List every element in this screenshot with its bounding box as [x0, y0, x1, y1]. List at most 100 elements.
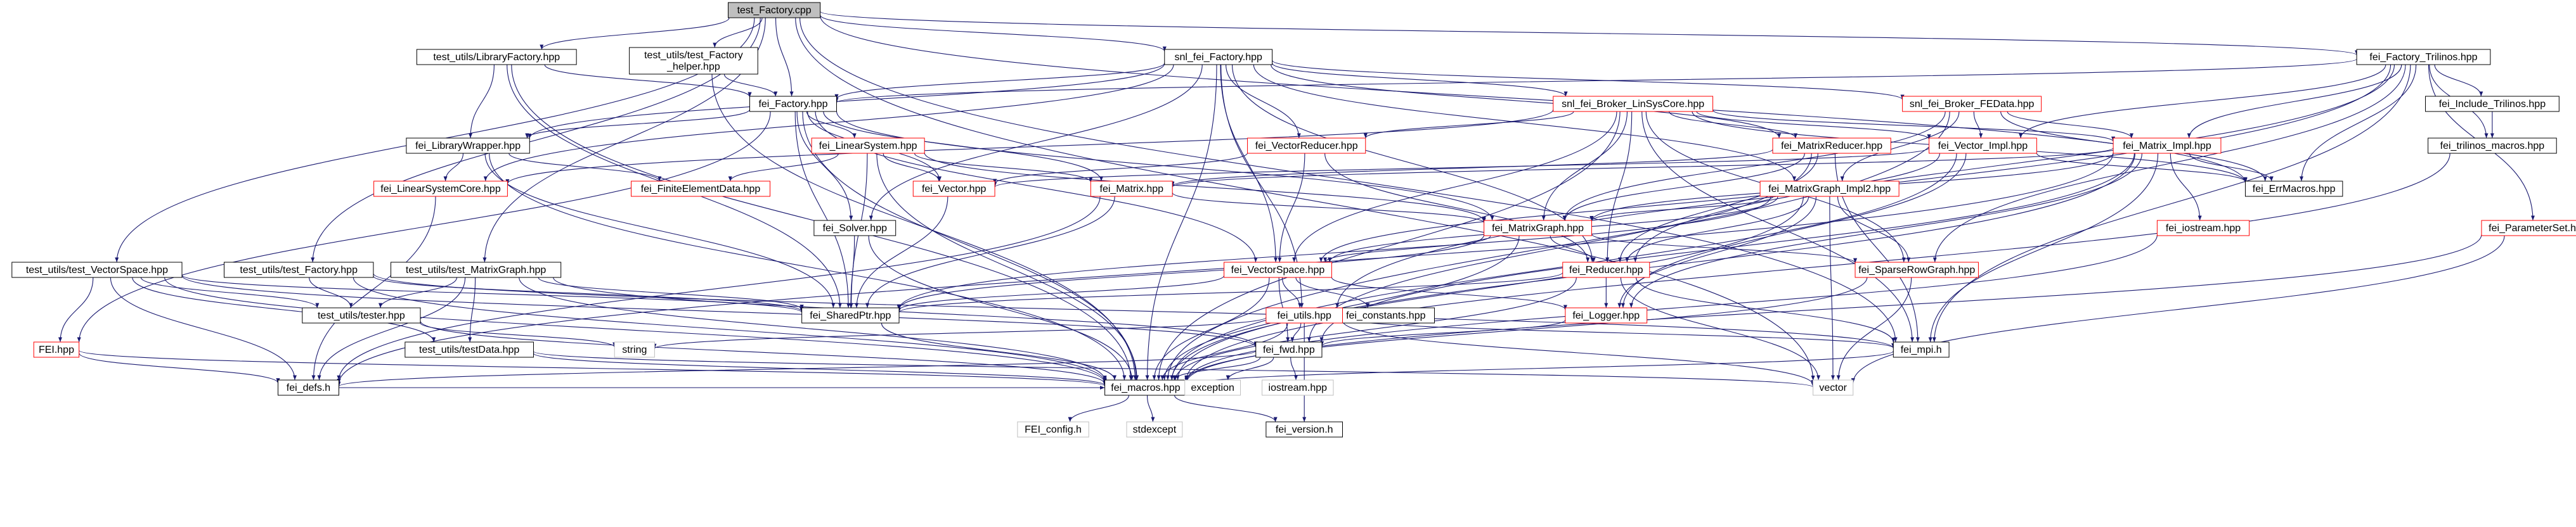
graph-node-fei-fwd-hpp[interactable]: fei_fwd.hpp: [1255, 341, 1323, 358]
graph-node-fei-sharedptr-hpp[interactable]: fei_SharedPtr.hpp: [801, 307, 900, 324]
graph-node-fei-librarywrapper-hpp[interactable]: fei_LibraryWrapper.hpp: [406, 137, 530, 154]
graph-node-fei-matrix-hpp[interactable]: fei_Matrix.hpp: [1090, 181, 1173, 197]
edge-snl-fei-factory-hpp-to-fei-vectorreducer-hpp: [1226, 64, 1301, 139]
graph-node-fei-reducer-hpp[interactable]: fei_Reducer.hpp: [1562, 262, 1650, 278]
graph-node-fei-linearsystem-hpp[interactable]: fei_LinearSystem.hpp: [811, 137, 925, 154]
edge-fei-factory-hpp-to-fei-librarywrapper-hpp: [525, 109, 751, 139]
node-box: [1484, 220, 1592, 236]
edge-test-utils-test-matrixgraph-hpp-to-test-utils-testdata-hpp: [468, 277, 476, 343]
graph-node-string[interactable]: string: [614, 341, 655, 358]
graph-node-fei-vector-impl-hpp[interactable]: fei_Vector_Impl.hpp: [1929, 137, 2037, 154]
graph-node-fei-mpi-h[interactable]: fei_mpi.h: [1893, 341, 1950, 358]
node-box: [1813, 379, 1854, 396]
graph-node-fei-matrixgraph-impl2-hpp[interactable]: fei_MatrixGraph_Impl2.hpp: [1759, 181, 1900, 197]
graph-node-fei-vectorspace-hpp[interactable]: fei_VectorSpace.hpp: [1224, 262, 1332, 278]
graph-node-fei-version-h[interactable]: fei_version.h: [1265, 421, 1343, 438]
edge-fei-linearsystem-hpp-to-fei-matrixgraph-hpp: [924, 152, 1486, 222]
graph-node-fei-trilinos-macros-hpp[interactable]: fei_trilinos_macros.hpp: [2428, 137, 2557, 154]
graph-node-exception[interactable]: exception: [1184, 379, 1241, 396]
graph-node-stdexcept[interactable]: stdexcept: [1126, 421, 1183, 438]
edge-test-factory-cpp-to-test-utils-libraryfactory-hpp: [540, 17, 730, 50]
graph-node-test-utils-test-factory-helper-hpp[interactable]: test_utils/test_Factory_helper.hpp: [629, 47, 758, 75]
graph-node-fei-vectorreducer-hpp[interactable]: fei_VectorReducer.hpp: [1247, 137, 1366, 154]
edge-fei-factory-hpp-to-fei-hpp: [77, 111, 771, 343]
graph-node-iostream-hpp[interactable]: iostream.hpp: [1262, 379, 1334, 396]
graph-node-test-utils-test-factory-hpp[interactable]: test_utils/test_Factory.hpp: [224, 262, 374, 278]
graph-node-fei-sparserowgraph-hpp[interactable]: fei_SparseRowGraph.hpp: [1854, 262, 1979, 278]
edge-test-utils-test-matrixgraph-hpp-to-fei-sharedptr-hpp: [538, 277, 804, 310]
edge-fei-linearsystem-hpp-to-fei-macros-hpp: [876, 153, 1139, 381]
node-box: [1224, 262, 1332, 278]
edge-fei-vectorspace-hpp-to-fei-constants-hpp: [1295, 277, 1370, 308]
node-label: fei_constants.hpp: [1346, 310, 1426, 321]
node-label: fei_Matrix.hpp: [1100, 184, 1164, 194]
graph-node-fei-logger-hpp[interactable]: fei_Logger.hpp: [1565, 307, 1648, 324]
graph-node-fei-matrixgraph-hpp[interactable]: fei_MatrixGraph.hpp: [1484, 220, 1592, 236]
edge-fei-matrixgraph-impl2-hpp-to-fei-macros-hpp: [1170, 196, 1804, 381]
graph-node-fei-include-trilinos-hpp[interactable]: fei_Include_Trilinos.hpp: [2425, 96, 2560, 112]
graph-node-fei-config-h[interactable]: FEI_config.h: [1017, 421, 1089, 438]
graph-node-test-utils-test-matrixgraph-hpp[interactable]: test_utils/test_MatrixGraph.hpp: [391, 262, 562, 278]
graph-node-fei-constants-hpp[interactable]: fei_constants.hpp: [1337, 307, 1435, 324]
node-label: fei_Matrix_Impl.hpp: [2123, 141, 2211, 151]
graph-node-test-utils-test-vectorspace-hpp[interactable]: test_utils/test_VectorSpace.hpp: [11, 262, 183, 278]
graph-node-fei-linearsystemcore-hpp[interactable]: fei_LinearSystemCore.hpp: [373, 181, 508, 197]
node-label: fei_LinearSystem.hpp: [819, 141, 917, 151]
edge-fei-matrixgraph-hpp-to-fei-vectorspace-hpp: [1323, 235, 1491, 263]
edge-test-utils-tester-hpp-to-fei-macros-hpp: [420, 321, 1107, 384]
node-box: [811, 137, 925, 154]
graph-node-fei-macros-hpp[interactable]: fei_macros.hpp: [1104, 379, 1187, 396]
node-label: fei_Factory.hpp: [758, 99, 827, 110]
graph-node-test-utils-libraryfactory-hpp[interactable]: test_utils/LibraryFactory.hpp: [416, 49, 577, 65]
edge-fei-matrix-impl-hpp-to-fei-mpi-h: [1928, 153, 2159, 343]
graph-node-snl-fei-factory-hpp[interactable]: snl_fei_Factory.hpp: [1164, 49, 1273, 65]
graph-node-fei-iostream-hpp[interactable]: fei_iostream.hpp: [2156, 220, 2250, 236]
graph-node-fei-vector-hpp[interactable]: fei_Vector.hpp: [912, 181, 995, 197]
edge-fei-factory-trilinos-hpp-to-fei-reducer-hpp: [1633, 64, 2395, 263]
node-label: exception: [1191, 383, 1234, 393]
node-box: [912, 181, 995, 197]
edge-test-factory-cpp-to-test-utils-test-factory-helper-hpp: [713, 17, 763, 48]
node-box: [1255, 341, 1323, 358]
edge-test-utils-test-vectorspace-hpp-to-test-utils-tester-hpp: [140, 277, 320, 308]
edge-fei-iostream-hpp-to-fei-macros-hpp: [1184, 234, 2158, 382]
graph-node-test-utils-tester-hpp[interactable]: test_utils/tester.hpp: [302, 307, 421, 324]
edge-fei-matrix-impl-hpp-to-fei-logger-hpp: [1629, 153, 2142, 308]
graph-node-fei-matrixreducer-hpp[interactable]: fei_MatrixReducer.hpp: [1772, 137, 1891, 154]
node-label: snl_fei_Factory.hpp: [1174, 52, 1262, 63]
graph-node-fei-factory-hpp[interactable]: fei_Factory.hpp: [749, 96, 837, 112]
graph-node-fei-hpp[interactable]: FEI.hpp: [33, 341, 80, 358]
graph-node-snl-fei-broker-linsyscore-hpp[interactable]: snl_fei_Broker_LinSysCore.hpp: [1553, 96, 1714, 112]
graph-node-fei-factory-trilinos-hpp[interactable]: fei_Factory_Trilinos.hpp: [2356, 49, 2491, 65]
edge-test-factory-cpp-to-fei-factory-hpp: [775, 17, 794, 97]
edge-snl-fei-broker-linsyscore-hpp-to-fei-matrixgraph-hpp: [1541, 111, 1628, 221]
graph-node-test-factory-cpp[interactable]: test_Factory.cpp: [728, 2, 821, 18]
edge-fei-macros-hpp-to-fei-version-h: [1174, 395, 1278, 422]
node-label: snl_fei_Broker_LinSysCore.hpp: [1562, 99, 1704, 110]
graph-node-fei-errmacros-hpp[interactable]: fei_ErrMacros.hpp: [2244, 181, 2343, 197]
edge-test-factory-cpp-to-vector: [795, 17, 1815, 381]
graph-node-fei-defs-h[interactable]: fei_defs.h: [278, 379, 339, 396]
node-label: fei_fwd.hpp: [1263, 345, 1315, 355]
edge-fei-sparserowgraph-hpp-to-vector: [1836, 277, 1912, 381]
node-box: [1126, 421, 1183, 438]
edge-fei-matrixgraph-hpp-to-fei-sharedptr-hpp: [897, 234, 1485, 310]
edge-fei-macros-hpp-to-stdexcept: [1146, 395, 1155, 422]
graph-node-fei-matrix-impl-hpp[interactable]: fei_Matrix_Impl.hpp: [2113, 137, 2222, 154]
edge-fei-vectorreducer-hpp-to-fei-vectorspace-hpp: [1278, 153, 1305, 263]
graph-node-test-utils-testdata-hpp[interactable]: test_utils/testData.hpp: [405, 341, 534, 358]
edge-snl-fei-broker-fedata-hpp-to-fei-matrixgraph-hpp: [1562, 111, 1946, 221]
edge-fei-matrix-impl-hpp-to-fei-errmacros-hpp: [2189, 153, 2274, 182]
graph-node-fei-parameterset-hpp[interactable]: fei_ParameterSet.hpp: [2481, 220, 2576, 236]
graph-node-vector[interactable]: vector: [1813, 379, 1854, 396]
graph-node-fei-solver-hpp[interactable]: fei_Solver.hpp: [813, 220, 896, 236]
edge-test-utils-testdata-hpp-to-vector: [533, 351, 1815, 388]
edge-fei-utils-hpp-to-vector: [1342, 321, 1815, 385]
graph-node-snl-fei-broker-fedata-hpp[interactable]: snl_fei_Broker_FEData.hpp: [1902, 96, 2042, 112]
node-label: fei_ParameterSet.hpp: [2489, 223, 2576, 234]
graph-node-fei-finiteelementdata-hpp[interactable]: fei_FiniteElementData.hpp: [631, 181, 771, 197]
node-box: [1184, 379, 1241, 396]
node-label: fei_Include_Trilinos.hpp: [2439, 99, 2546, 110]
edge-fei-matrixgraph-hpp-to-fei-sparserowgraph-hpp: [1591, 233, 1858, 264]
graph-node-fei-utils-hpp[interactable]: fei_utils.hpp: [1265, 307, 1343, 324]
